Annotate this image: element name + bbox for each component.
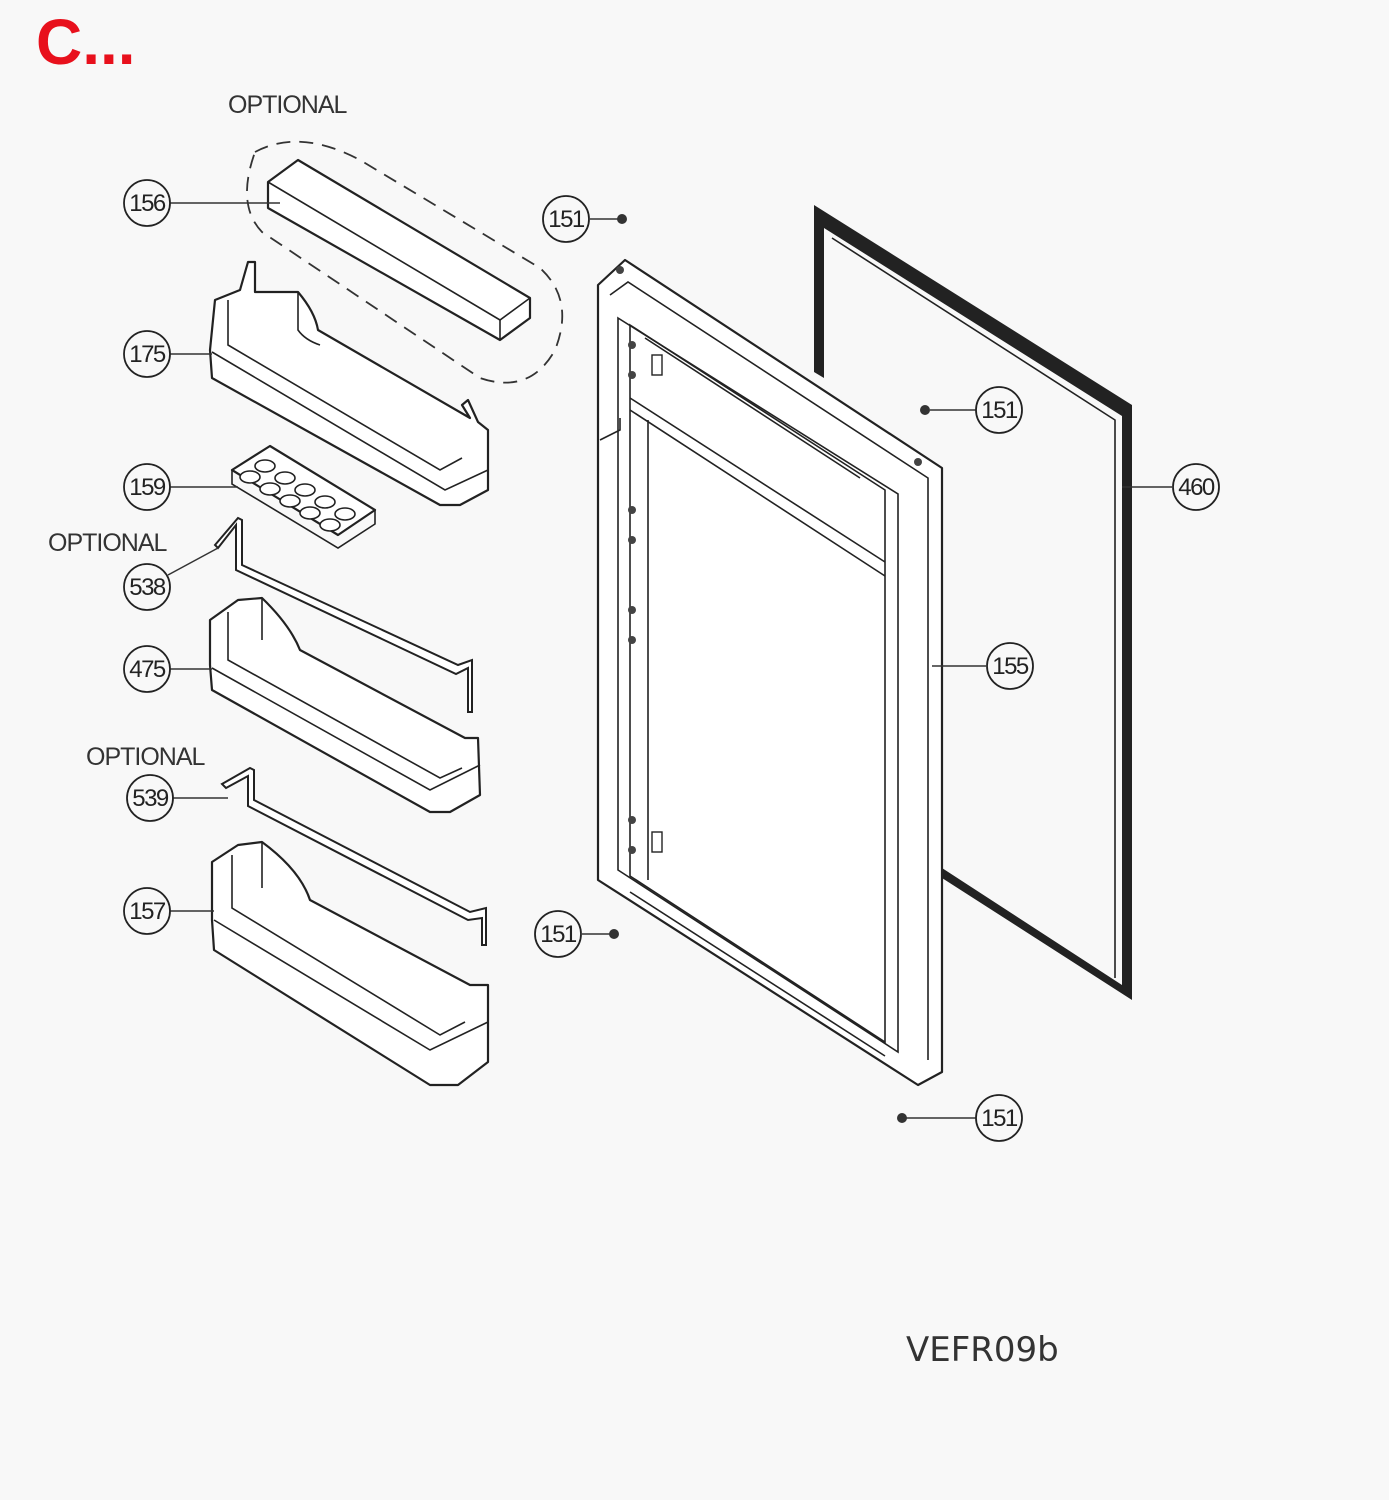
callout-475: 475 xyxy=(123,645,171,693)
svg-text:151: 151 xyxy=(548,206,585,233)
callout-156: 156 xyxy=(123,179,171,227)
part-159-egg-tray xyxy=(230,444,377,549)
screws-151 xyxy=(609,214,930,1123)
svg-text:151: 151 xyxy=(981,1105,1018,1132)
callout-539: 539 xyxy=(126,774,174,822)
svg-text:460: 460 xyxy=(1178,474,1215,501)
optional-label-538: OPTIONAL xyxy=(48,529,168,557)
callout-159: 159 xyxy=(123,463,171,511)
callout-157: 157 xyxy=(123,887,171,935)
part-157-door-bin xyxy=(210,840,490,1087)
callout-175: 175 xyxy=(123,330,171,378)
diagram-code: VEFR09b xyxy=(906,1330,1059,1370)
callout-151-left: 151 xyxy=(534,910,582,958)
part-155-door-liner xyxy=(596,258,944,1087)
leader-lines xyxy=(167,202,1172,1119)
svg-text:157: 157 xyxy=(129,898,166,925)
part-539-wire-rail xyxy=(220,766,487,946)
part-156-optional-shelf xyxy=(246,140,564,384)
svg-text:159: 159 xyxy=(129,474,166,501)
svg-text:151: 151 xyxy=(981,397,1018,424)
part-175-door-bin xyxy=(208,260,490,507)
svg-text:156: 156 xyxy=(129,190,166,217)
optional-label-156: OPTIONAL xyxy=(228,91,348,119)
svg-text:175: 175 xyxy=(129,341,166,368)
callout-460: 460 xyxy=(1172,463,1220,511)
section-letter: C... xyxy=(36,6,136,78)
svg-text:539: 539 xyxy=(132,785,169,812)
svg-text:538: 538 xyxy=(129,574,166,601)
callout-155: 155 xyxy=(986,642,1034,690)
callout-151-right: 151 xyxy=(975,386,1023,434)
optional-label-539: OPTIONAL xyxy=(86,743,206,771)
callout-538: 538 xyxy=(123,563,171,611)
svg-text:475: 475 xyxy=(129,656,166,683)
part-538-wire-rail xyxy=(213,516,473,713)
part-460-door-gasket xyxy=(814,205,1132,1000)
part-475-door-bin xyxy=(208,596,482,814)
callout-151-bottom: 151 xyxy=(975,1094,1023,1142)
callout-151-top: 151 xyxy=(542,195,590,243)
svg-text:155: 155 xyxy=(992,653,1029,680)
svg-text:151: 151 xyxy=(540,921,577,948)
